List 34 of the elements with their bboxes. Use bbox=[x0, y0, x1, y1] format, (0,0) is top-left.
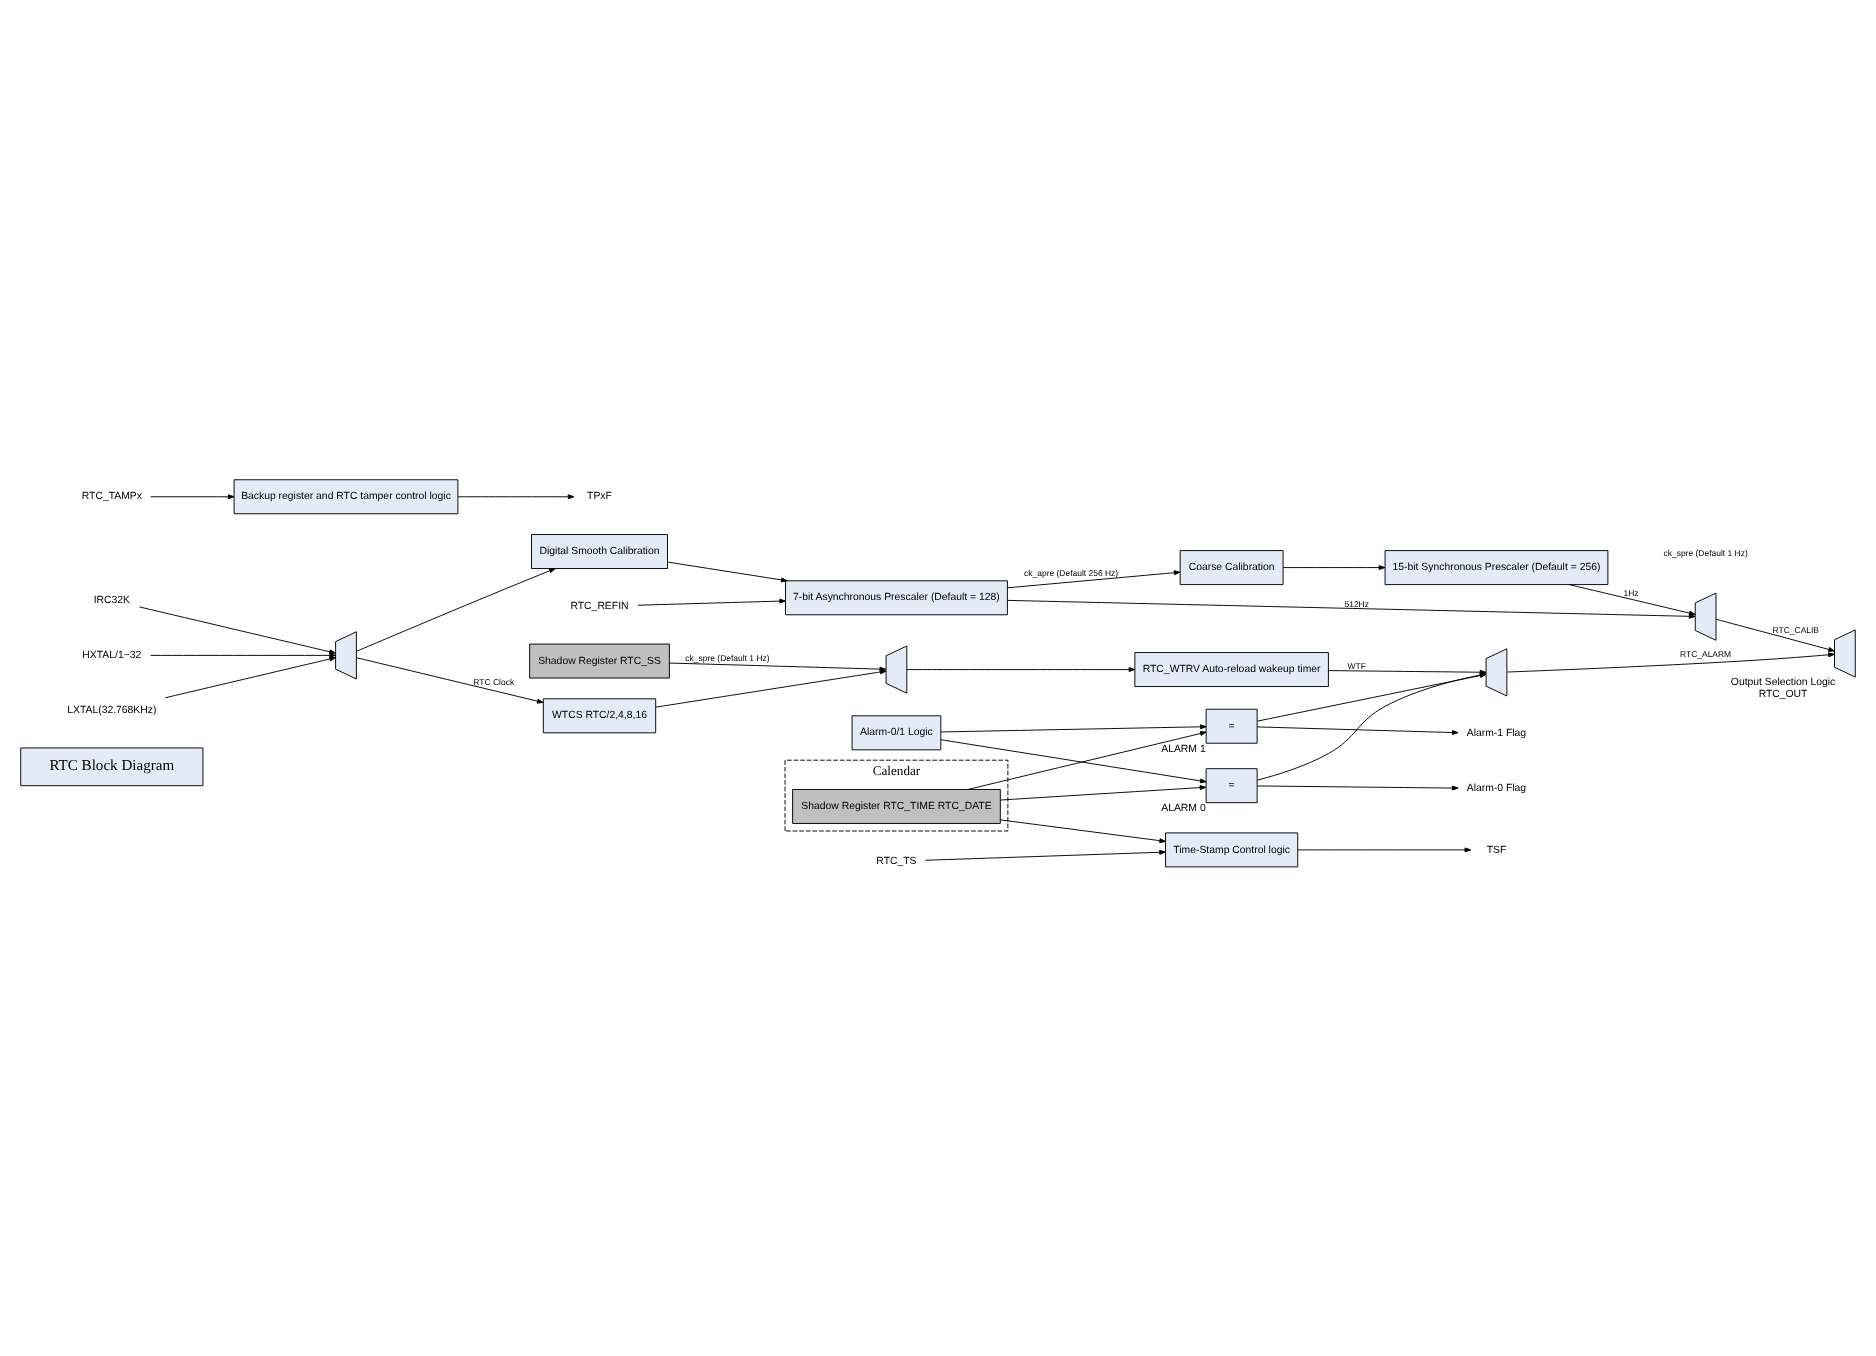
arrow bbox=[940, 723, 1207, 732]
arrow bbox=[457, 493, 575, 499]
arrow bbox=[1007, 569, 1181, 588]
arrow bbox=[1000, 818, 1166, 843]
arrow bbox=[355, 567, 556, 651]
arrow bbox=[1297, 846, 1472, 852]
arrow bbox=[1256, 784, 1459, 790]
arrow bbox=[164, 655, 337, 698]
arrow bbox=[667, 560, 788, 582]
arrow bbox=[1568, 583, 1696, 615]
arrow bbox=[150, 493, 235, 499]
arrow bbox=[356, 656, 544, 703]
arrow bbox=[967, 730, 1207, 789]
node-trapezium bbox=[1694, 591, 1717, 640]
arrow bbox=[637, 597, 786, 605]
arrow bbox=[906, 666, 1136, 671]
arrow bbox=[1506, 651, 1835, 672]
arrow bbox=[925, 848, 1166, 860]
arrow bbox=[1000, 784, 1207, 800]
node-trapezium bbox=[335, 630, 357, 679]
arrow bbox=[1007, 598, 1696, 618]
node-trapezium bbox=[885, 644, 908, 693]
arrow bbox=[1328, 668, 1487, 674]
arrow bbox=[138, 605, 336, 654]
node-trapezium bbox=[1834, 628, 1856, 677]
arrow bbox=[940, 738, 1207, 783]
node-trapezium bbox=[1485, 647, 1508, 696]
arrow bbox=[1282, 564, 1386, 570]
arrow bbox=[669, 661, 887, 671]
node-box: RTC Block Diagram bbox=[20, 746, 204, 786]
arrow bbox=[1715, 617, 1835, 651]
arrow bbox=[1256, 725, 1459, 734]
arrow bbox=[655, 668, 887, 707]
arrow bbox=[150, 651, 336, 657]
